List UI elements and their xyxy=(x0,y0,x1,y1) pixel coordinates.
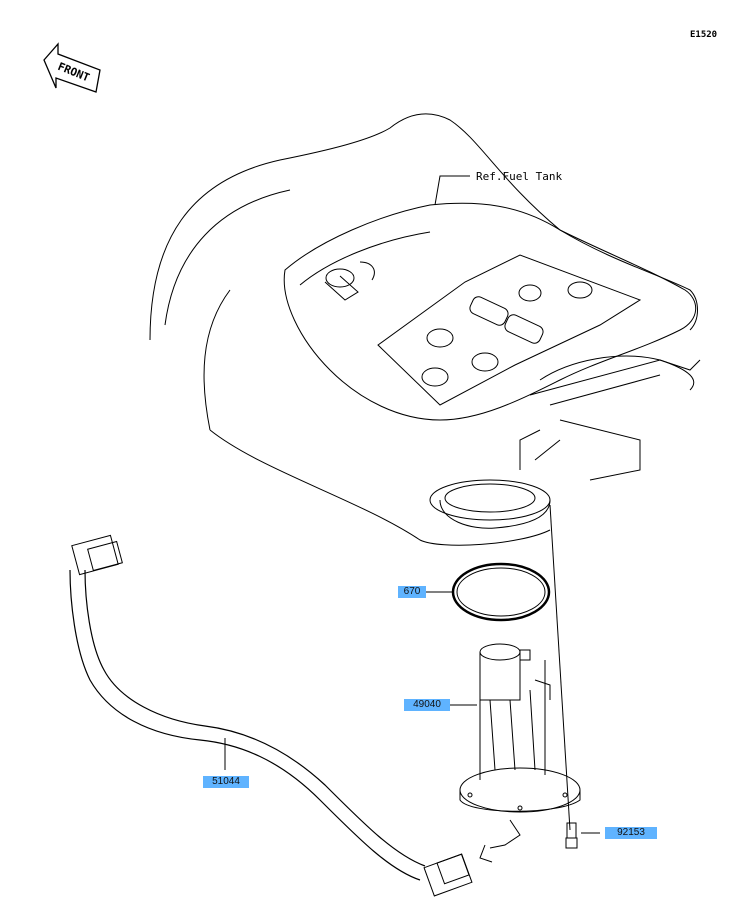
gasket-ring xyxy=(451,562,551,622)
part-code-92153-text: 92153 xyxy=(617,827,645,838)
part-code-49040-text: 49040 xyxy=(413,699,441,710)
bolt-part xyxy=(565,822,578,849)
part-code-670-text: 670 xyxy=(403,586,421,597)
front-arrow-icon: FRONT xyxy=(43,42,101,93)
fuel-tank xyxy=(149,113,701,546)
part-code-51044-text: 51044 xyxy=(212,776,240,787)
fuel-hose-part xyxy=(69,534,473,897)
part-code-92153[interactable]: 92153 xyxy=(605,827,657,839)
ref-leader-line xyxy=(434,175,470,206)
diagram-code: E1520 xyxy=(690,30,718,40)
bolt-reference-line xyxy=(549,504,571,831)
part-code-670[interactable]: 670 xyxy=(398,586,426,598)
ref-fuel-tank-label: Ref.Fuel Tank xyxy=(476,170,563,183)
part-code-51044[interactable]: 51044 xyxy=(203,776,249,788)
fuel-pump-assembly xyxy=(459,643,581,863)
part-code-49040[interactable]: 49040 xyxy=(404,699,450,711)
